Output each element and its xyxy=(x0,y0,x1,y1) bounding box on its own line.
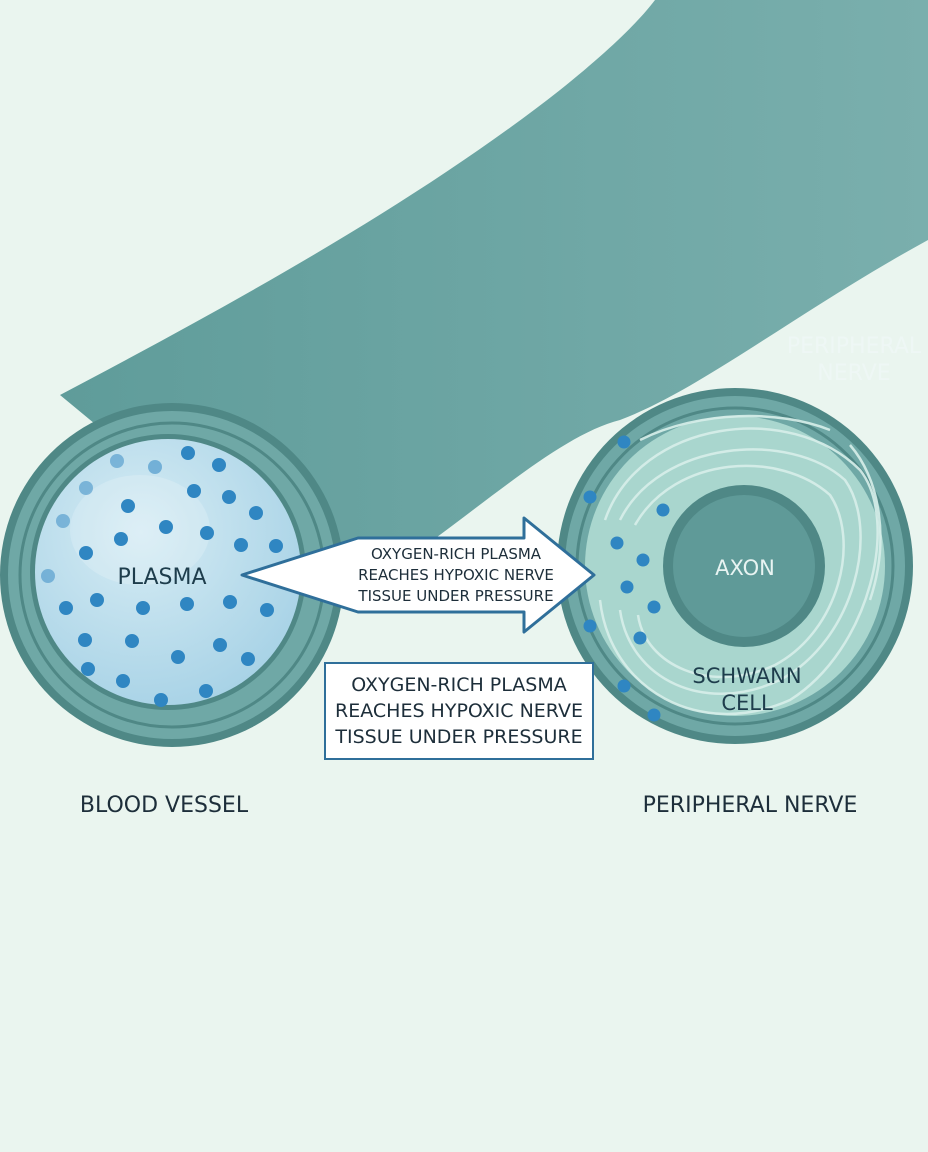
oxygen-dot xyxy=(199,684,213,698)
oxygen-dot xyxy=(114,532,128,546)
oxygen-dot xyxy=(647,708,661,722)
peripheral-nerve-top-label-line-1: PERIPHERAL xyxy=(787,334,922,359)
arrow-text-line-3: TISSUE UNDER PRESSURE xyxy=(357,587,553,605)
oxygen-dot xyxy=(617,679,631,693)
oxygen-dot xyxy=(260,603,274,617)
oxygen-dot xyxy=(81,662,95,676)
oxygen-dot xyxy=(181,446,195,460)
blood-vessel-cross-section xyxy=(0,403,344,747)
oxygen-dot xyxy=(249,506,263,520)
schwann-cell-label-line-2: CELL xyxy=(721,691,773,715)
callout-text: OXYGEN-RICH PLASMA REACHES HYPOXIC NERVE… xyxy=(335,672,583,750)
oxygen-molecules-vessel xyxy=(41,446,283,707)
oxygen-dot xyxy=(159,520,173,534)
oxygen-dot xyxy=(222,490,236,504)
oxygen-dot xyxy=(656,503,670,517)
peripheral-nerve-cross-section xyxy=(557,388,913,744)
peripheral-nerve-label: PERIPHERAL NERVE xyxy=(643,793,858,818)
oxygen-dot xyxy=(241,652,255,666)
oxygen-dot xyxy=(56,514,70,528)
oxygen-dot xyxy=(583,619,597,633)
oxygen-dot xyxy=(136,601,150,615)
oxygen-dot xyxy=(125,634,139,648)
oxygen-dot xyxy=(223,595,237,609)
plasma-label: PLASMA xyxy=(117,565,206,590)
callout-box: OXYGEN-RICH PLASMA REACHES HYPOXIC NERVE… xyxy=(324,662,594,760)
oxygen-dot xyxy=(213,638,227,652)
oxygen-dot xyxy=(620,580,634,594)
oxygen-dot xyxy=(180,597,194,611)
oxygen-dot xyxy=(617,435,631,449)
oxygen-dot xyxy=(78,633,92,647)
oxygen-dot xyxy=(171,650,185,664)
oxygen-dot xyxy=(79,546,93,560)
oxygen-dot xyxy=(633,631,647,645)
oxygen-dot xyxy=(121,499,135,513)
oxygen-dot xyxy=(636,553,650,567)
oxygen-dot xyxy=(154,693,168,707)
oxygen-dot xyxy=(116,674,130,688)
oxygen-dot xyxy=(269,539,283,553)
callout-text-line-1: OXYGEN-RICH PLASMA xyxy=(351,674,567,696)
oxygen-dot xyxy=(234,538,248,552)
oxygen-dot xyxy=(212,458,226,472)
oxygen-dot xyxy=(187,484,201,498)
oxygen-dot xyxy=(610,536,624,550)
schwann-cell-label-line-1: SCHWANN xyxy=(692,664,801,688)
blood-vessel-label: BLOOD VESSEL xyxy=(80,793,249,818)
oxygen-dot xyxy=(59,601,73,615)
callout-text-line-2: REACHES HYPOXIC NERVE xyxy=(335,700,583,722)
oxygen-dot xyxy=(110,454,124,468)
oxygen-dot xyxy=(79,481,93,495)
oxygen-dot xyxy=(41,569,55,583)
axon-label: AXON xyxy=(715,556,775,580)
callout-text-line-3: TISSUE UNDER PRESSURE xyxy=(335,726,583,748)
plasma-flow-arrow xyxy=(240,516,596,634)
oxygen-dot xyxy=(200,526,214,540)
oxygen-dot xyxy=(647,600,661,614)
oxygen-dot xyxy=(90,593,104,607)
peripheral-nerve-top-label-line-2: NERVE xyxy=(817,361,890,386)
schwann-cell-layers xyxy=(598,414,882,716)
oxygen-molecules-nerve xyxy=(583,435,670,722)
arrow-text-line-1: OXYGEN-RICH PLASMA xyxy=(371,545,542,563)
oxygen-dot xyxy=(583,490,597,504)
arrow-text-line-2: REACHES HYPOXIC NERVE xyxy=(358,566,554,584)
oxygen-dot xyxy=(148,460,162,474)
